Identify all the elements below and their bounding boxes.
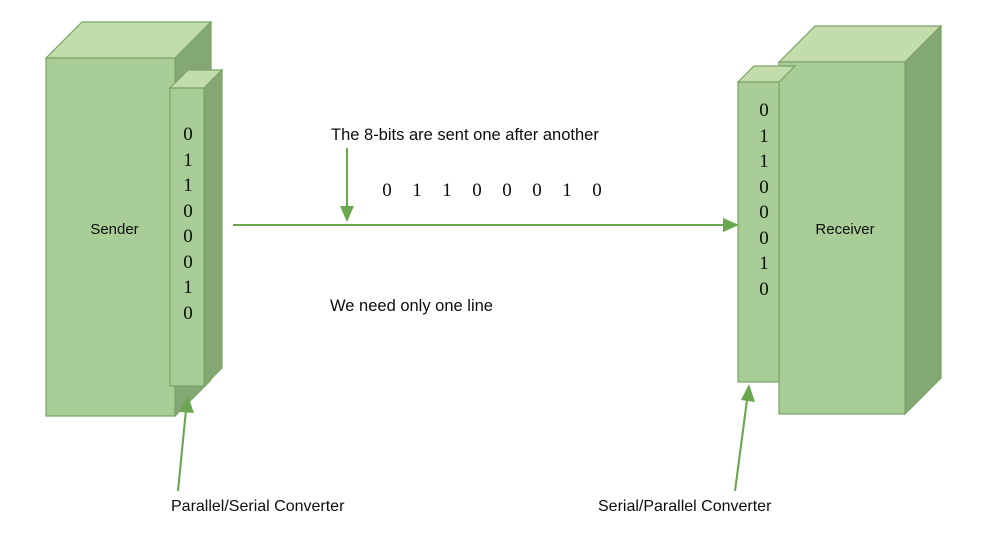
receiver-bit-column <box>736 65 797 383</box>
serial-bit-value: 0 <box>532 180 542 201</box>
serial-transmission-arrowhead <box>723 218 739 232</box>
sender-label: Sender <box>90 221 139 238</box>
bit-value: 1 <box>759 253 769 274</box>
bit-value: 0 <box>183 226 193 247</box>
bit-value: 0 <box>759 100 769 121</box>
sender-bit-column-side-face <box>203 68 223 388</box>
sender-box-front-face <box>45 57 176 417</box>
serial-bit-value: 0 <box>502 180 512 201</box>
parallel-serial-converter-label: Parallel/Serial Converter <box>171 498 345 515</box>
bit-value: 0 <box>759 202 769 223</box>
bit-value: 0 <box>183 200 193 222</box>
receiver-box-front-face <box>778 61 906 415</box>
bit-value: 0 <box>183 302 193 324</box>
bit-value: 0 <box>759 176 769 198</box>
serial-parallel-converter-arrow <box>733 384 755 492</box>
bit-value: 0 <box>759 278 769 300</box>
sender-bit-column-front-face <box>169 87 205 387</box>
receiver-bit-column-front-face <box>737 81 780 383</box>
serial-parallel-converter-arrowhead <box>741 384 755 402</box>
serial-bit-value: 1 <box>442 180 452 201</box>
bits-sent-note: The 8-bits are sent one after another <box>331 126 599 144</box>
receiver-label: Receiver <box>815 221 875 238</box>
receiver-box <box>777 24 943 416</box>
parallel-serial-converter-arrowhead <box>180 396 194 413</box>
serial-bit-value: 1 <box>412 180 422 201</box>
sender-bit-values: 0 1 1 0 0 0 1 0 <box>175 122 201 326</box>
bit-value: 1 <box>759 151 769 172</box>
serial-bit-value: 0 <box>592 180 602 201</box>
parallel-serial-converter-arrow <box>176 396 194 492</box>
bits-sent-pointer-arrow <box>340 148 354 222</box>
bit-value: 1 <box>183 175 193 196</box>
one-line-note: We need only one line <box>330 297 493 315</box>
sender-bit-column <box>168 68 224 388</box>
serial-transmission-arrow <box>233 218 739 232</box>
bit-value: 0 <box>759 227 769 249</box>
bit-value: 0 <box>183 124 193 145</box>
serial-bit-value: 0 <box>382 180 392 201</box>
receiver-bit-values: 0 1 1 0 0 0 1 0 <box>751 98 777 302</box>
serial-parallel-converter-label: Serial/Parallel Converter <box>598 498 772 515</box>
bit-value: 1 <box>183 149 193 171</box>
serial-bit-value: 0 <box>472 180 482 201</box>
parallel-serial-converter-arrow-line <box>176 409 188 492</box>
serial-parallel-converter-arrow-line <box>733 399 749 492</box>
bit-value: 0 <box>183 251 193 273</box>
bits-sent-pointer-arrowhead <box>340 206 354 222</box>
bit-value: 1 <box>759 125 769 147</box>
receiver-box-side-face <box>904 24 942 416</box>
serial-bit-value: 1 <box>562 180 572 201</box>
bit-value: 1 <box>183 277 193 298</box>
